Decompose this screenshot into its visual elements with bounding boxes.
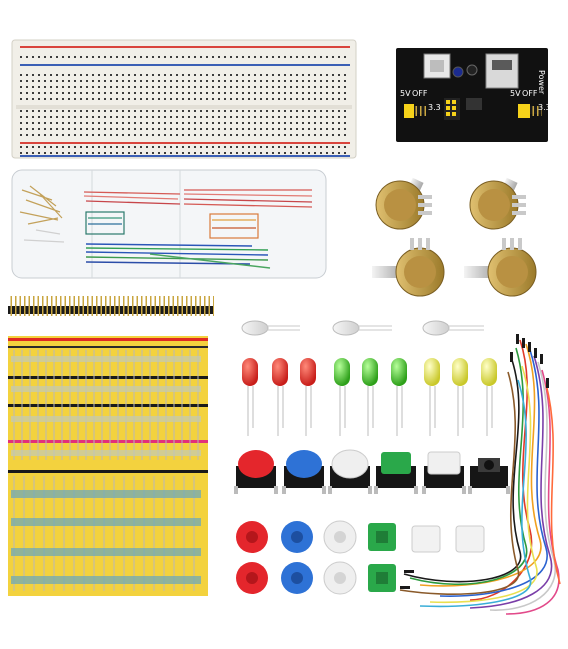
cap-blue: [281, 521, 313, 553]
tactile-switches: [234, 449, 510, 494]
led-red: [300, 358, 316, 436]
cap-blue: [281, 562, 313, 594]
led-green: [334, 358, 350, 436]
cap-red: [236, 521, 268, 553]
power-label: Power: [537, 70, 546, 95]
dupont-connector-tips: [400, 334, 549, 589]
cap-red: [236, 562, 268, 594]
tact-switch-blue: [282, 450, 326, 494]
potentiometer: [372, 238, 445, 297]
led-green: [362, 358, 378, 436]
led-red: [242, 358, 258, 436]
power-supply-module: Power 5V OFF 3.3 5V OFF 3.3: [396, 48, 551, 142]
label-5v-right: 5V: [510, 89, 521, 98]
potentiometer: [464, 238, 537, 297]
label-33-right: 3.3: [538, 103, 551, 112]
label-33-left: 3.3: [428, 103, 441, 112]
pin-header: [8, 296, 214, 316]
button-caps: [236, 520, 485, 595]
led-yellow: [481, 358, 497, 436]
tact-switch-white: [328, 449, 372, 494]
cap-green: [368, 523, 396, 551]
dupont-jumper-wires: [399, 339, 561, 615]
breadboard: [11, 39, 357, 159]
led-clear: [422, 320, 484, 336]
label-off-left: OFF: [412, 89, 428, 98]
tact-switch-green: [374, 452, 418, 494]
led-red: [272, 358, 288, 436]
led-clear: [241, 320, 300, 336]
cap-white: [323, 520, 357, 554]
cap-square-white: [411, 525, 441, 553]
led-yellow: [424, 358, 440, 436]
clear-leds: [241, 320, 484, 336]
led-green: [391, 358, 407, 436]
jumper-wire-box: [11, 169, 327, 279]
tact-switch-square-white: [422, 451, 466, 494]
potentiometer: [469, 177, 526, 230]
tact-switch-black: [468, 458, 510, 494]
cap-green: [368, 564, 396, 592]
potentiometer: [375, 177, 432, 230]
led-clear: [332, 320, 392, 336]
potentiometers: [372, 177, 537, 297]
cap-white: [323, 561, 357, 595]
resistor-pack: [8, 336, 208, 596]
tact-switch-red: [234, 450, 278, 494]
label-5v-left: 5V: [400, 89, 411, 98]
cap-square-white: [455, 525, 485, 553]
colored-leds: [242, 358, 497, 436]
label-off-right: OFF: [522, 89, 538, 98]
led-yellow: [452, 358, 468, 436]
